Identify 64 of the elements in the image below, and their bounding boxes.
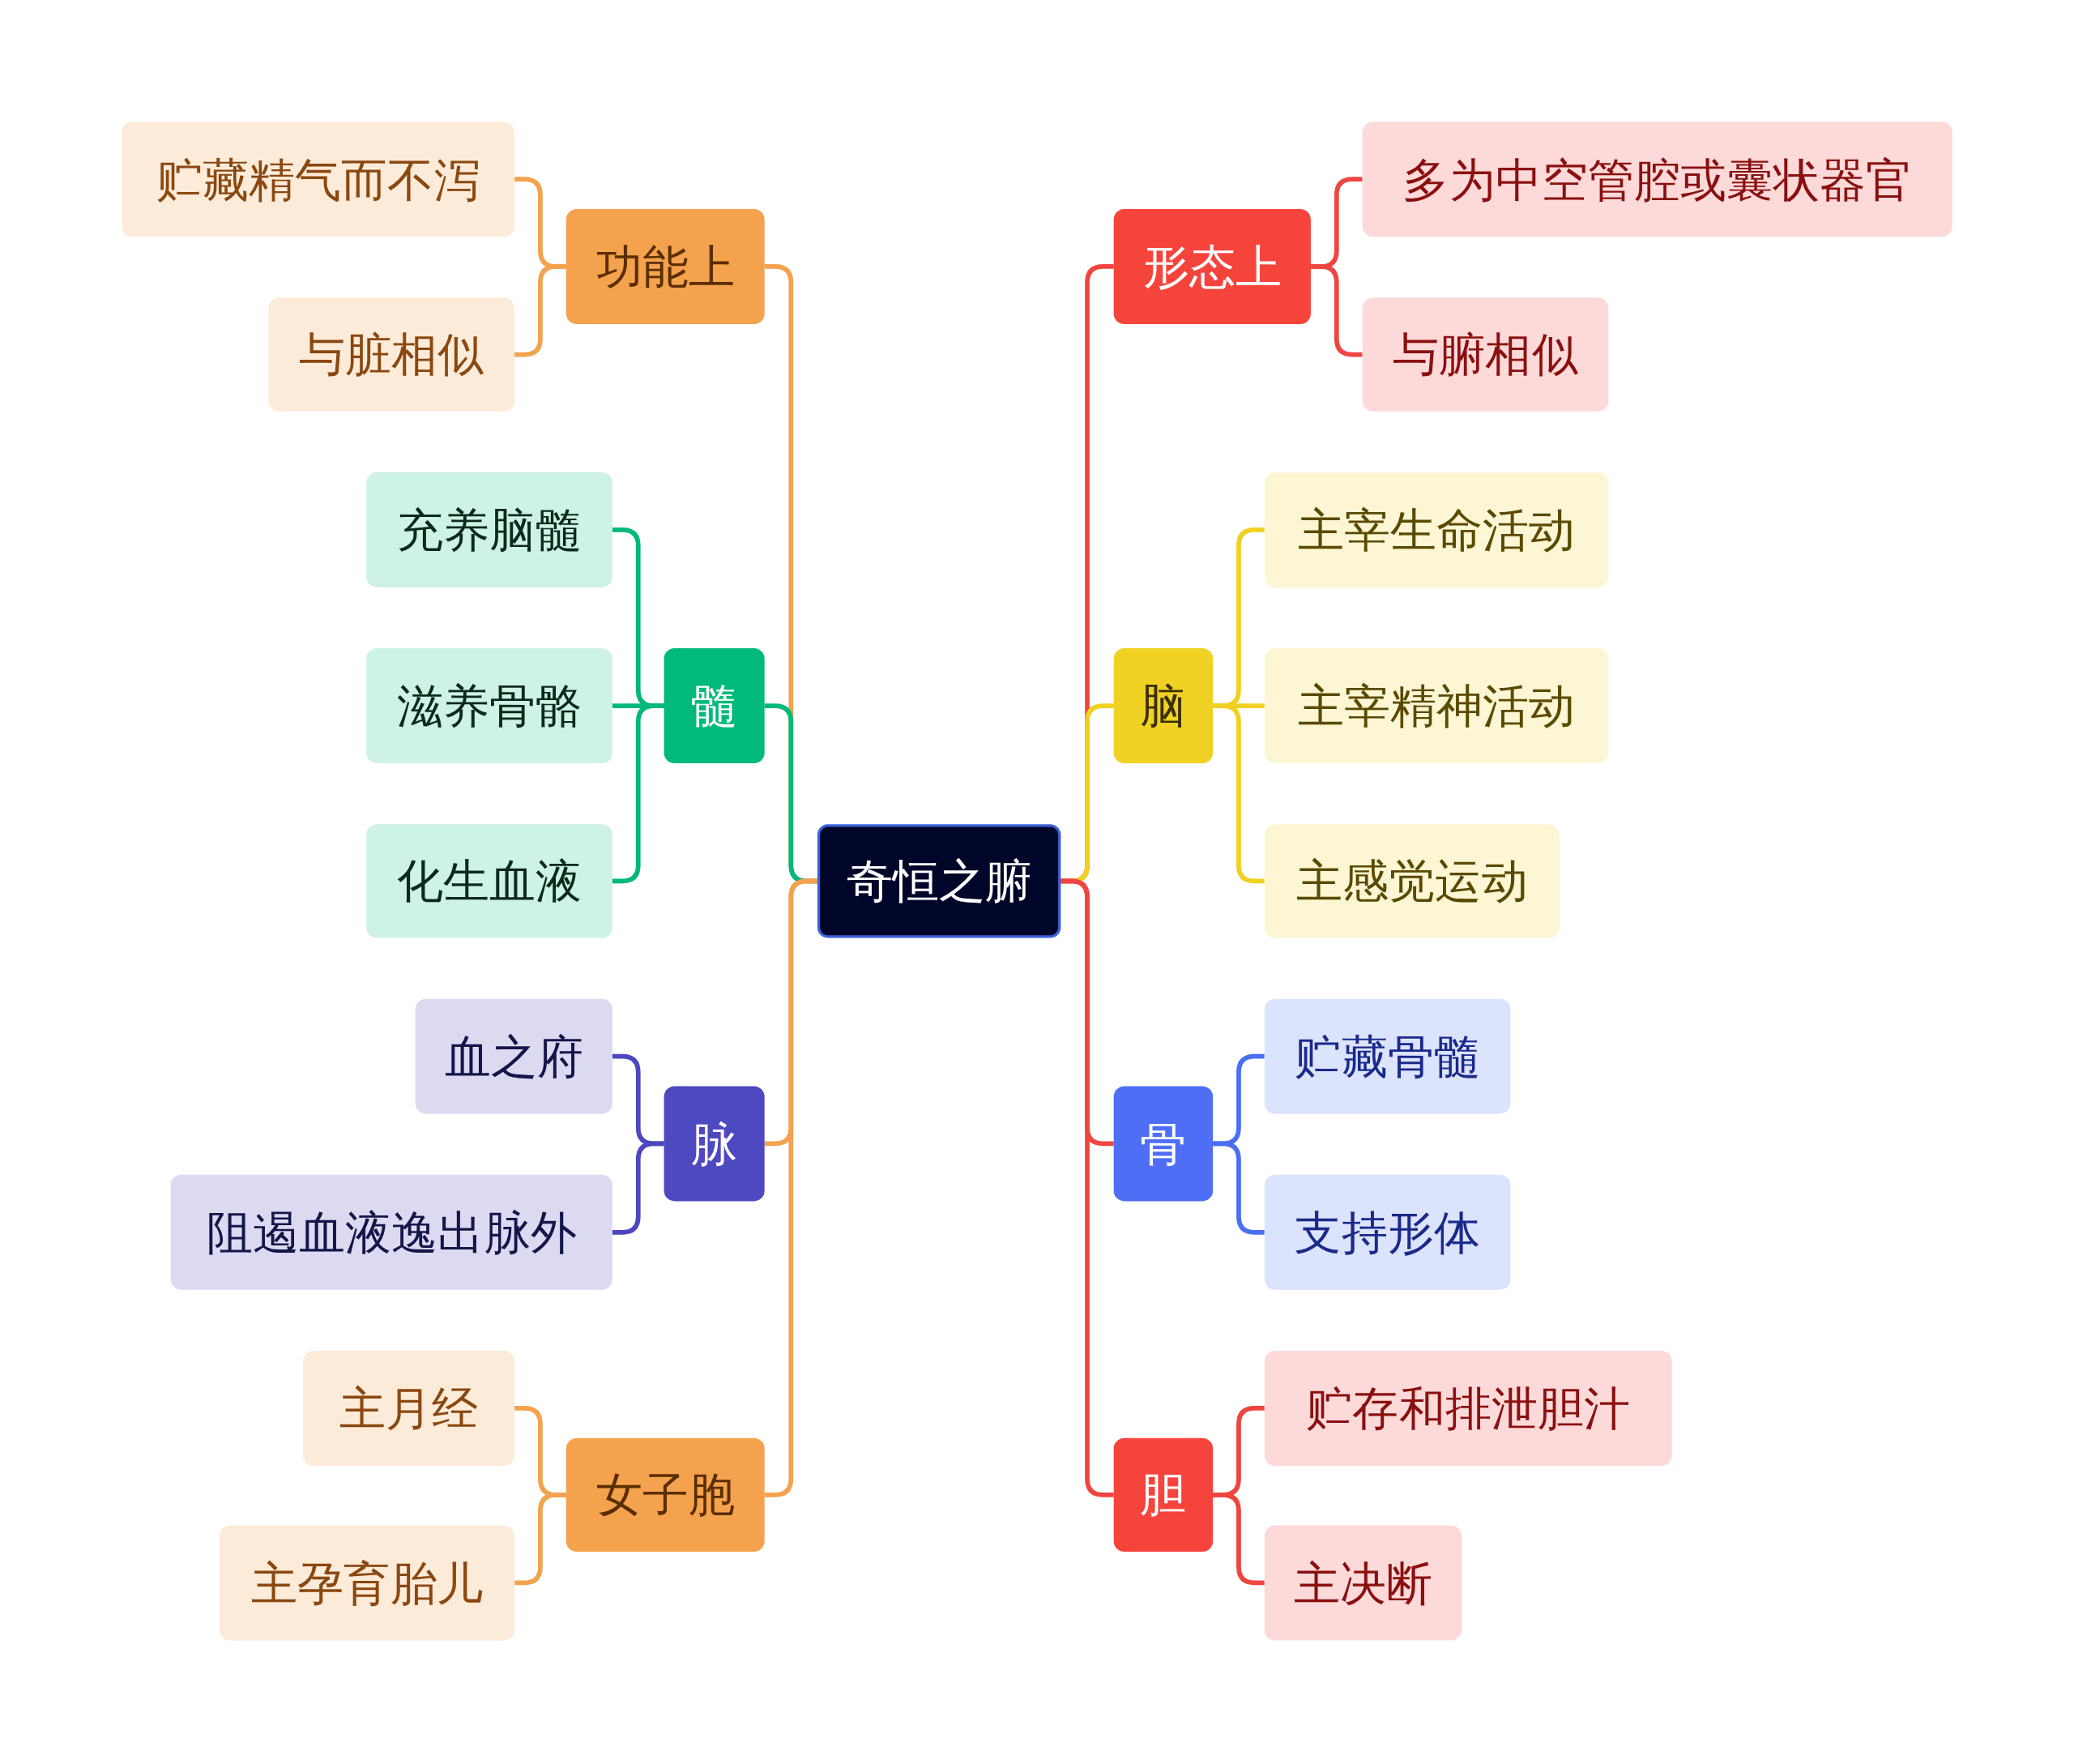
topic-box: [1264, 472, 1609, 587]
topic-text: 髓: [691, 678, 738, 734]
topic-box: [1264, 1350, 1672, 1466]
connector-line: [764, 878, 817, 1497]
topic-box: [122, 122, 515, 237]
connector-line: [514, 1493, 566, 1586]
topic-text: 形态上: [1142, 239, 1282, 295]
topic-text: 贮藏精气而不泻: [156, 152, 480, 207]
topic-text: 主感觉运动: [1296, 853, 1528, 909]
topic-text: 充养脑髓: [396, 502, 583, 558]
topic-box: [170, 1174, 612, 1290]
connector-line: [1213, 1141, 1265, 1235]
topic-text: 主宰精神活动: [1297, 678, 1576, 734]
topic-box: [366, 472, 612, 587]
topic-box: [1264, 824, 1560, 938]
connector-line: [1213, 703, 1265, 884]
topic-box: [1264, 1174, 1511, 1290]
topic-text: 主宰生命活动: [1297, 502, 1576, 558]
topic-box: [415, 998, 612, 1114]
topic-text: 主孕育胎儿: [251, 1555, 483, 1611]
topic-box: [268, 297, 515, 412]
topic-text: 胆: [1140, 1467, 1187, 1523]
topic-box: [1113, 1086, 1214, 1202]
topic-box: [1264, 1525, 1462, 1641]
topic-text: 多为中空管腔或囊状器官: [1402, 152, 1912, 207]
topic-box: [1113, 1437, 1214, 1553]
topic-text: 骨: [1140, 1116, 1187, 1172]
topic-box: [1113, 648, 1214, 764]
topic-box: [302, 1350, 515, 1466]
topic-box: [366, 648, 612, 764]
topic-box: [366, 824, 612, 938]
topic-text: 支持形体: [1295, 1205, 1480, 1261]
topic-text: 脉: [691, 1116, 738, 1172]
topic-text: 与脏相似: [299, 327, 484, 382]
topic-box: [220, 1525, 515, 1641]
topic-box: [1113, 208, 1311, 324]
topic-box: [565, 1437, 765, 1553]
topic-text: 奇恒之腑: [846, 853, 1032, 909]
topic-text: 女子胞: [595, 1467, 735, 1523]
connector-line: [612, 1141, 664, 1235]
topic-box: [1362, 297, 1609, 412]
connector-line: [1213, 1493, 1265, 1586]
topic-text: 脑: [1140, 678, 1187, 734]
topic-text: 主月经: [339, 1381, 479, 1437]
topic-box: [664, 1086, 765, 1202]
topic-text: 血之府: [444, 1029, 583, 1084]
topic-text: 贮藏骨髓: [1295, 1029, 1480, 1084]
topic-box: [1362, 122, 1952, 237]
topic-text: 滋养骨骼: [396, 678, 583, 734]
connector-line: [1310, 264, 1363, 357]
connector-line: [514, 264, 566, 357]
topic-text: 与腑相似: [1393, 327, 1578, 382]
topic-box: [565, 208, 765, 324]
topic-box: [1264, 648, 1609, 764]
topic-text: 化生血液: [396, 853, 583, 909]
topic-text: 阻遏血液逸出脉外: [206, 1205, 577, 1261]
connector-line: [1060, 878, 1114, 1497]
topic-text: 贮存和排泄胆汁: [1306, 1381, 1631, 1437]
topic-text: 主决断: [1293, 1555, 1433, 1611]
topic-box: [664, 648, 765, 764]
topic-box: [1264, 998, 1511, 1114]
connector-line: [612, 703, 664, 884]
central-topic-box: [817, 824, 1061, 938]
topic-text: 功能上: [595, 239, 735, 295]
